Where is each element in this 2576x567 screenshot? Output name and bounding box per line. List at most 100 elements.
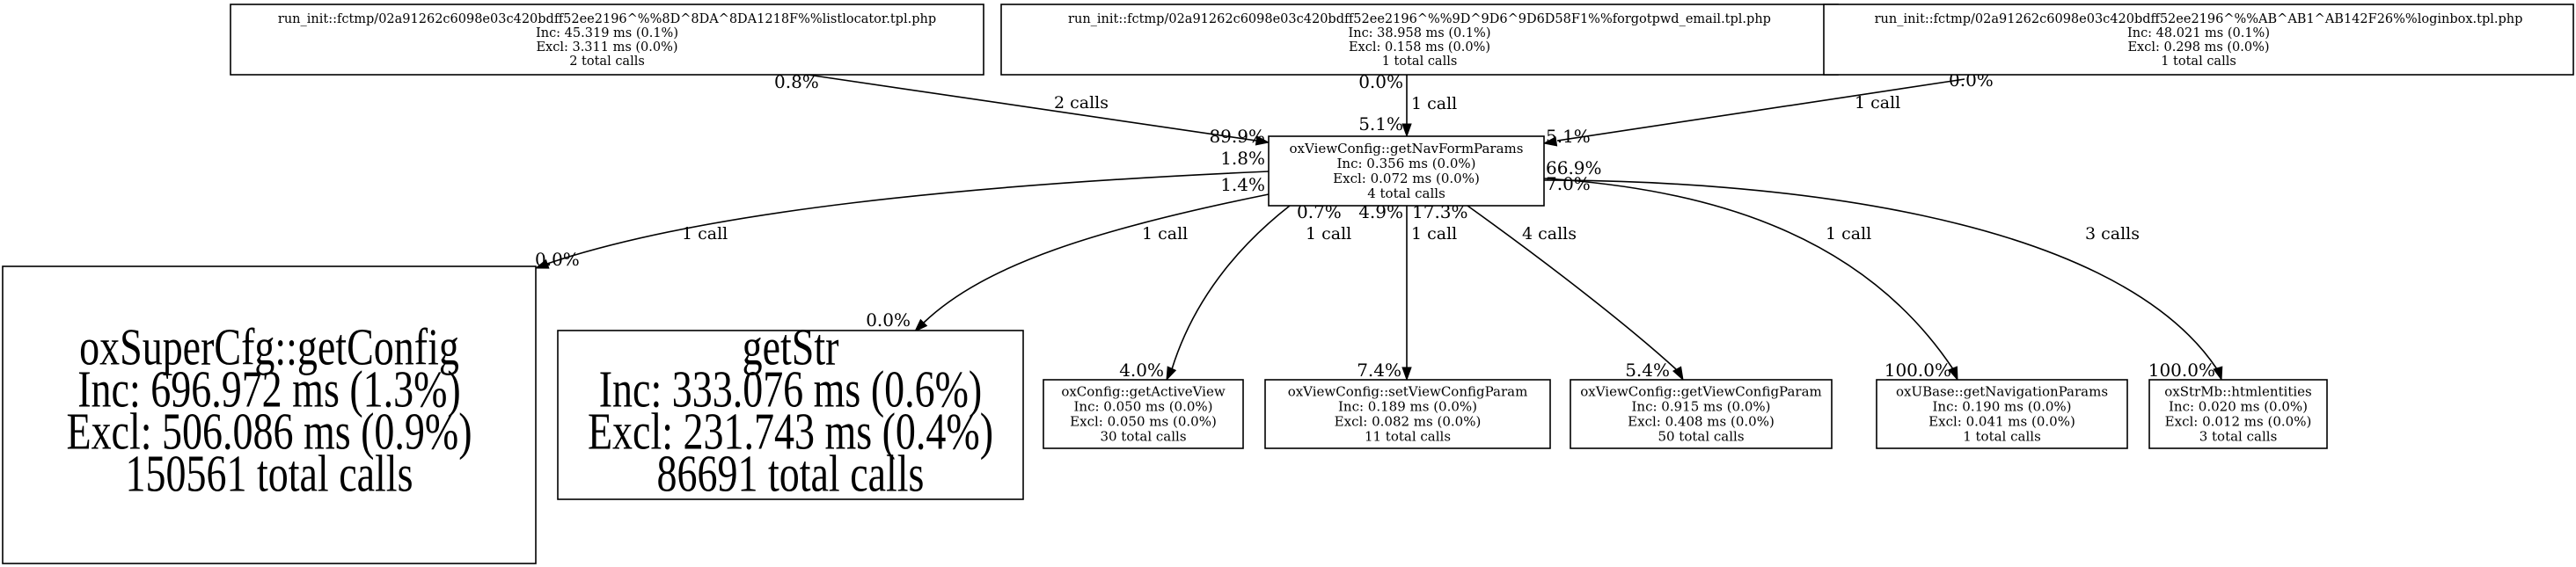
node-total-calls: 4 total calls — [1367, 185, 1445, 201]
arrowhead-icon — [1542, 136, 1558, 147]
node-box — [1268, 135, 1545, 207]
edge-line — [807, 74, 1257, 142]
node-box — [1000, 4, 1839, 76]
arrowhead-icon — [1672, 366, 1684, 382]
edge-head-percent: 5.4% — [1625, 360, 1670, 381]
edge-call-count: 1 call — [682, 224, 728, 244]
node-total-calls: 3 total calls — [2199, 429, 2278, 445]
edge-line — [546, 171, 1270, 265]
edge-line — [1556, 78, 1965, 142]
node-loginbox[interactable]: run_init::fctmp/02a91262c6098e03c420bdff… — [1823, 4, 2574, 76]
node-box — [1264, 379, 1551, 449]
edge-call-count: 3 calls — [2085, 224, 2140, 244]
edge-head-percent: 5.1% — [1546, 126, 1591, 147]
node-total-calls: 11 total calls — [1365, 429, 1451, 445]
arrowhead-icon — [1255, 135, 1270, 146]
edge-head-percent: 100.0% — [2148, 360, 2215, 381]
node-box — [2, 265, 537, 564]
edge-head-percent: 7.4% — [1357, 360, 1401, 381]
node-exclusive-time: Excl: 231.743 ms (0.4%) — [588, 402, 993, 461]
node-listlocator[interactable]: run_init::fctmp/02a91262c6098e03c420bdff… — [230, 4, 984, 76]
edge-line — [1467, 205, 1677, 370]
arrowhead-icon — [913, 318, 928, 333]
nodes-layer: run_init::fctmp/02a91262c6098e03c420bdff… — [2, 4, 2574, 564]
node-total-calls: 1 total calls — [2161, 55, 2236, 69]
node-box — [2148, 379, 2328, 449]
edge-call-count: 2 calls — [1054, 93, 1109, 113]
node-inclusive-time: Inc: 0.050 ms (0.0%) — [1073, 399, 1212, 415]
node-inclusive-time: Inc: 45.319 ms (0.1%) — [536, 26, 678, 40]
edge-call-count: 1 call — [1411, 94, 1457, 113]
node-total-calls: 86691 total calls — [657, 444, 925, 503]
node-exclusive-time: Excl: 0.158 ms (0.0%) — [1349, 40, 1490, 55]
node-inclusive-time: Inc: 0.190 ms (0.0%) — [1932, 399, 2071, 415]
edge-head-percent: 4.0% — [1119, 360, 1164, 381]
edge-head-percent: 0.0% — [866, 309, 911, 331]
node-name: getStr — [743, 317, 839, 376]
node-name: oxSuperCfg::getConfig — [79, 317, 459, 376]
node-forgotpwd[interactable]: run_init::fctmp/02a91262c6098e03c420bdff… — [1000, 4, 1839, 76]
node-box — [1876, 379, 2128, 449]
node-exclusive-time: Excl: 0.082 ms (0.0%) — [1335, 414, 1482, 430]
node-exclusive-time: Excl: 3.311 ms (0.0%) — [536, 40, 677, 55]
edge-tail-percent: 1.4% — [1220, 174, 1265, 195]
node-inclusive-time: Inc: 0.189 ms (0.0%) — [1338, 399, 1477, 415]
edge-line — [1543, 178, 1954, 370]
node-inclusive-time: Inc: 0.020 ms (0.0%) — [2169, 399, 2308, 415]
node-exclusive-time: Excl: 0.050 ms (0.0%) — [1070, 414, 1217, 430]
node-total-calls: 30 total calls — [1100, 429, 1186, 445]
edge-line — [1171, 205, 1291, 370]
node-name: run_init::fctmp/02a91262c6098e03c420bdff… — [1875, 12, 2523, 26]
node-name: oxViewConfig::getNavFormParams — [1290, 141, 1524, 156]
edge-tail-percent: 7.0% — [1546, 173, 1591, 194]
node-total-calls: 1 total calls — [1963, 429, 2041, 445]
arrowhead-icon — [534, 258, 550, 269]
edge-tail-percent: 1.8% — [1220, 148, 1265, 169]
node-name: oxUBase::getNavigationParams — [1896, 384, 2108, 400]
node-box — [230, 4, 984, 76]
node-inclusive-time: Inc: 38.958 ms (0.1%) — [1349, 26, 1491, 40]
node-total-calls: 2 total calls — [569, 55, 645, 69]
node-inclusive-time: Inc: 0.356 ms (0.0%) — [1336, 156, 1475, 171]
node-inclusive-time: Inc: 0.915 ms (0.0%) — [1631, 399, 1770, 415]
node-exclusive-time: Excl: 0.012 ms (0.0%) — [2165, 414, 2312, 430]
node-box — [1823, 4, 2574, 76]
arrowhead-icon — [1401, 123, 1412, 138]
edge-getNavFormParams-to-htmlentities: 3 calls 7.0% 100.0% — [1543, 173, 2223, 382]
edge-line — [923, 193, 1270, 323]
edge-head-percent: 89.9% — [1209, 126, 1265, 147]
node-exclusive-time: Excl: 0.041 ms (0.0%) — [1928, 414, 2075, 430]
node-name: oxViewConfig::getViewConfigParam — [1580, 384, 1822, 400]
edge-getNavFormParams-to-getConfig: 1 call 1.8% 0.0% — [534, 148, 1270, 270]
arrowhead-icon — [1401, 367, 1412, 382]
edge-head-percent: 0.0% — [535, 249, 580, 270]
edge-call-count: 4 calls — [1522, 224, 1577, 244]
edge-call-count: 1 call — [1306, 224, 1351, 244]
node-box — [1570, 379, 1833, 449]
edge-tail-percent: 66.9% — [1546, 157, 1602, 178]
node-total-calls: 1 total calls — [1382, 55, 1458, 69]
edge-call-count: 1 call — [1411, 224, 1457, 244]
node-box — [557, 330, 1024, 500]
node-exclusive-time: Excl: 0.072 ms (0.0%) — [1333, 171, 1480, 186]
edge-head-percent: 5.1% — [1358, 113, 1403, 134]
node-inclusive-time: Inc: 696.972 ms (1.3%) — [77, 360, 460, 418]
node-total-calls: 150561 total calls — [126, 444, 413, 503]
node-name: oxStrMb::htmlentities — [2164, 384, 2312, 400]
node-exclusive-time: Excl: 0.298 ms (0.0%) — [2127, 40, 2269, 55]
